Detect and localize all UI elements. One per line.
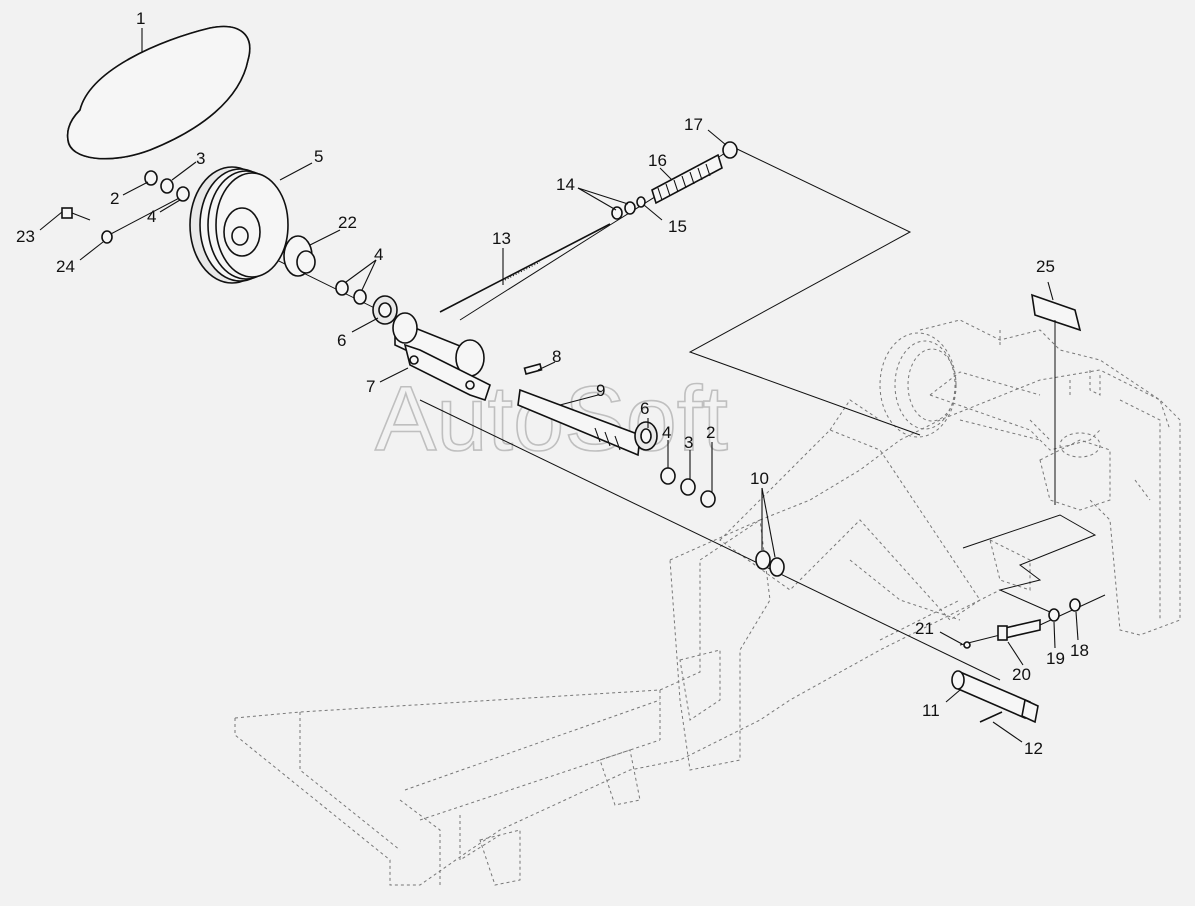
label-part-25: 25 (1036, 257, 1055, 276)
label-part-9: 9 (596, 381, 605, 400)
label-part-4-middle: 4 (374, 245, 383, 264)
v-belt-part (66, 25, 251, 160)
washer-19-part (1048, 608, 1060, 622)
label-part-8: 8 (552, 347, 561, 366)
leader-lines (39, 28, 1079, 743)
label-part-13: 13 (492, 229, 511, 248)
label-part-1: 1 (136, 9, 145, 28)
label-part-3-upper: 3 (196, 149, 205, 168)
label-part-22: 22 (338, 213, 357, 232)
bolt-23-part (61, 207, 91, 221)
washer-set-upper (144, 170, 190, 202)
label-part-6-lower: 6 (640, 399, 649, 418)
label-part-16: 16 (648, 151, 667, 170)
label-part-5: 5 (314, 147, 323, 166)
label-part-2-lower: 2 (706, 423, 715, 442)
shaft-part (517, 388, 641, 457)
label-part-24: 24 (56, 257, 75, 276)
label-part-14: 14 (556, 175, 575, 194)
label-part-3-lower: 3 (684, 433, 693, 452)
washer-set-lower (634, 421, 716, 508)
plate-part (1031, 293, 1082, 332)
frame-outline (234, 319, 1181, 886)
label-part-17: 17 (684, 115, 703, 134)
label-part-4-lower: 4 (662, 423, 671, 442)
washer-18-part (1069, 598, 1081, 612)
label-part-12: 12 (1024, 739, 1043, 758)
washer-set-middle (335, 280, 398, 325)
pin-21-part (963, 641, 971, 649)
label-part-19: 19 (1046, 649, 1065, 668)
rod-part (439, 223, 611, 313)
label-part-18: 18 (1070, 641, 1089, 660)
label-part-2-upper: 2 (110, 189, 119, 208)
pulley-part (189, 166, 289, 284)
housing-part (392, 312, 491, 402)
bushing-17-part (722, 141, 738, 159)
label-part-23: 23 (16, 227, 35, 246)
label-part-11: 11 (922, 701, 940, 720)
washer-24-part (101, 230, 113, 244)
label-part-20: 20 (1012, 665, 1031, 684)
spring-part (651, 153, 723, 205)
hub-flange-part (283, 235, 316, 277)
bolt-20-part (997, 618, 1041, 641)
cotter-pin-part (979, 711, 1003, 723)
label-part-21: 21 (915, 619, 934, 638)
label-part-15: 15 (668, 217, 687, 236)
callout-labels: 1 2 3 4 5 23 24 22 4 6 7 13 14 15 16 17 … (16, 9, 1089, 758)
label-part-10: 10 (750, 469, 769, 488)
label-part-6-upper: 6 (337, 331, 346, 350)
axle-pin-part (951, 670, 1039, 724)
label-part-4-upper: 4 (147, 207, 156, 226)
label-part-7: 7 (366, 377, 375, 396)
ring-set-10 (755, 550, 785, 577)
nut-set-14 (611, 196, 646, 220)
key-part (523, 363, 543, 375)
